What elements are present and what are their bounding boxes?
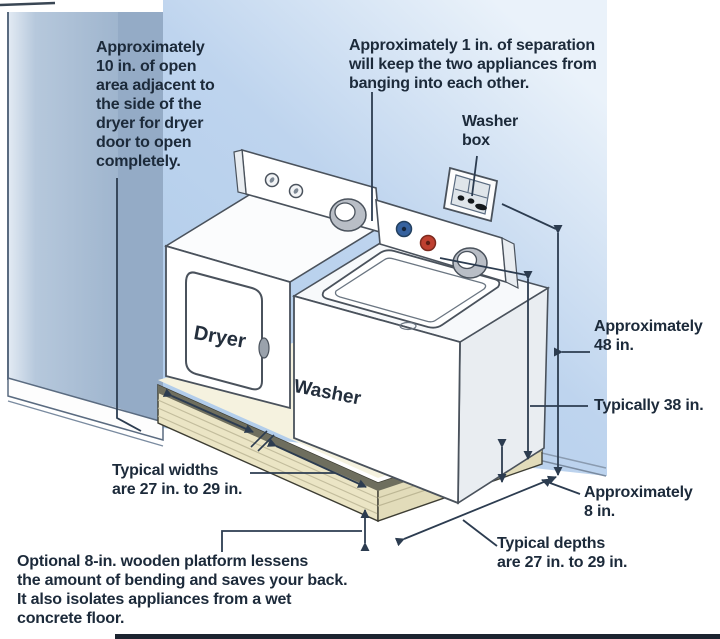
leader-washer-box bbox=[471, 155, 478, 197]
leader-door-clearance bbox=[116, 178, 142, 432]
dryer-knob-icon bbox=[264, 172, 304, 199]
height-38-label: Typically 38 in. bbox=[594, 397, 704, 414]
leader-platform-note bbox=[221, 509, 370, 552]
left-wall-baseboard bbox=[7, 377, 164, 447]
left-wall bbox=[0, 1, 164, 447]
annotation-lines bbox=[116, 92, 590, 552]
bottom-rule bbox=[115, 634, 720, 639]
dimension-depths bbox=[394, 475, 557, 547]
dimension-38in bbox=[439, 257, 588, 460]
washer-box-outlet bbox=[442, 166, 499, 223]
dryer-dial-icon bbox=[329, 198, 367, 232]
dryer bbox=[164, 148, 381, 410]
dimension-48in bbox=[501, 203, 590, 476]
washer-dial-icon bbox=[452, 247, 488, 279]
dimension-widths bbox=[162, 388, 367, 488]
dryer-control-panel bbox=[233, 148, 381, 234]
washer-control-panel bbox=[375, 198, 519, 290]
dryer-door-handle bbox=[258, 337, 270, 359]
